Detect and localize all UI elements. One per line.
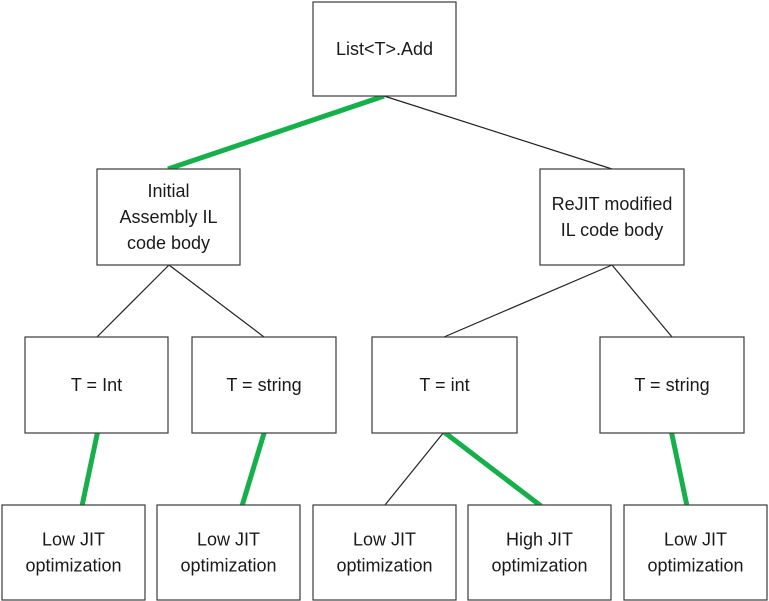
node-box: [1, 504, 146, 601]
node-high-jit-1: High JIT optimization: [467, 504, 612, 601]
node-label-line: code body: [127, 233, 210, 253]
highlighted-edge-t-string-b-to-low-jit-4: [668, 429, 690, 507]
node-box: [24, 336, 169, 434]
node-label-line: Low JIT: [197, 530, 260, 550]
edge-initial-il-to-t-int-a: [96, 264, 170, 338]
node-label-line: optimization: [180, 556, 276, 576]
node-label-line: optimization: [491, 556, 587, 576]
node-label-line: optimization: [25, 556, 121, 576]
edges: [79, 93, 690, 508]
node-label-line: T = Int: [71, 375, 122, 395]
node-t-int-a: T = Int: [24, 336, 169, 434]
highlighted-edge-t-string-a-to-low-jit-2: [239, 429, 268, 507]
node-label-line: T = int: [419, 375, 469, 395]
node-label-line: optimization: [647, 556, 743, 576]
node-box: [312, 1, 457, 97]
node-label-line: High JIT: [506, 530, 573, 550]
node-t-int-b: T = int: [371, 336, 518, 434]
node-box: [599, 336, 745, 434]
highlighted-edge-root-to-initial-il: [167, 93, 385, 172]
node-box: [371, 336, 518, 434]
node-label-line: ReJIT modified: [552, 194, 673, 214]
node-low-jit-3: Low JIT optimization: [312, 504, 457, 601]
edge-initial-il-to-t-string-a: [168, 264, 265, 338]
highlighted-edge-t-int-b-to-high-jit-1: [442, 430, 543, 508]
node-box: [191, 336, 337, 434]
highlighted-edge-t-int-a-to-low-jit-1: [79, 429, 101, 507]
node-box: [156, 504, 301, 601]
node-label-line: T = string: [226, 375, 301, 395]
node-box: [623, 504, 768, 601]
node-label-line: Initial: [147, 181, 189, 201]
node-box: [312, 504, 457, 601]
node-label-line: IL code body: [561, 220, 663, 240]
node-label-line: Low JIT: [664, 530, 727, 550]
node-label-line: Low JIT: [353, 530, 416, 550]
node-root: List<T>.Add: [312, 1, 457, 97]
node-label-line: optimization: [336, 556, 432, 576]
edge-rejit-il-to-t-int-b: [443, 264, 613, 338]
node-t-string-a: T = string: [191, 336, 337, 434]
node-t-string-b: T = string: [599, 336, 745, 434]
node-label-line: Low JIT: [42, 530, 105, 550]
edge-root-to-rejit-il: [383, 95, 613, 170]
node-low-jit-4: Low JIT optimization: [623, 504, 768, 601]
edge-t-int-b-to-low-jit-3: [384, 431, 445, 506]
node-box: [539, 168, 685, 266]
node-low-jit-1: Low JIT optimization: [1, 504, 146, 601]
node-label-line: List<T>.Add: [336, 39, 433, 59]
node-rejit-il: ReJIT modified IL code body: [539, 168, 685, 266]
node-box: [467, 504, 612, 601]
node-label-line: Assembly IL: [119, 207, 217, 227]
node-box: [96, 168, 241, 266]
node-low-jit-2: Low JIT optimization: [156, 504, 301, 601]
edge-rejit-il-to-t-string-b: [611, 264, 673, 338]
node-label-line: T = string: [634, 375, 709, 395]
